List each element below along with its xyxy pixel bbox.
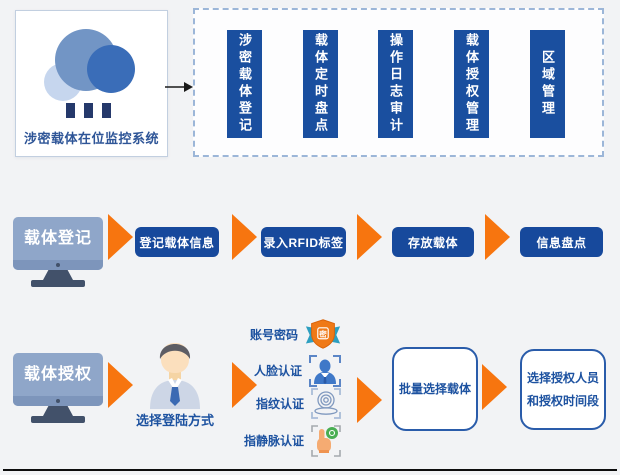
- step-rfid-tag: 录入RFID标签: [261, 227, 346, 257]
- authorization-row-label: 载体授权: [23, 366, 92, 383]
- arrow-right-icon: [108, 214, 133, 260]
- cloud-rain-bars: [66, 103, 111, 118]
- module-bar-inventory: 载体定时盘点: [303, 30, 338, 138]
- arrow-right-icon: [357, 214, 382, 260]
- cloud-icon: [44, 23, 138, 118]
- arrow-right-icon: [485, 214, 510, 260]
- step-info-inventory: 信息盘点: [520, 227, 603, 257]
- step-store-carrier: 存放载体: [392, 227, 474, 257]
- batch-select-label: 批量选择载体: [398, 381, 471, 396]
- arrow-right-icon: [232, 362, 257, 408]
- auth-method-finger-vein: 指静脉认证: [243, 422, 342, 459]
- system-title: 涉密载体在位监控系统: [23, 131, 159, 146]
- password-shield-icon: 密: [305, 319, 341, 349]
- fingerprint-icon: [311, 388, 341, 419]
- auth-method-fingerprint: 指纹认证: [243, 387, 342, 420]
- module-bar-audit: 操作日志审计: [378, 30, 413, 138]
- module-bar-area: 区域管理: [530, 30, 565, 138]
- registration-row-label: 载体登记: [23, 230, 92, 247]
- step-register-info: 登记载体信息: [135, 227, 219, 257]
- bottom-divider: [3, 469, 617, 471]
- cloud-circle-dark: [87, 45, 135, 93]
- module-bar-authorization: 载体授权管理: [454, 30, 489, 138]
- face-auth-icon: [309, 354, 341, 387]
- arrow-right-icon: [232, 214, 257, 260]
- authorization-monitor-icon: 载体授权: [13, 353, 103, 423]
- login-method-label: 选择登陆方式: [135, 413, 214, 428]
- monitor-bezel: [13, 396, 103, 406]
- auth-method-face: 人脸认证: [243, 353, 342, 388]
- authorize-line1: 选择授权人员: [526, 370, 599, 385]
- authorize-line2: 和授权时间段: [526, 393, 599, 408]
- arrow-right-icon: [482, 364, 507, 410]
- auth-method-password: 账号密码 密: [243, 315, 342, 353]
- batch-select-box: 批量选择载体: [392, 347, 478, 431]
- shield-char: 密: [318, 329, 327, 339]
- finger-vein-icon: [311, 424, 341, 457]
- auth-label: 指纹认证: [255, 397, 304, 411]
- arrow-right-icon: [357, 377, 382, 423]
- system-card: 涉密载体在位监控系统: [15, 10, 168, 157]
- connector-arrow-icon: [165, 82, 193, 92]
- auth-label: 指静脉认证: [243, 434, 304, 448]
- authorize-person-box: 选择授权人员 和授权时间段: [520, 349, 606, 430]
- auth-label: 账号密码: [249, 327, 298, 342]
- monitor-base: [31, 280, 85, 287]
- monitor-bezel: [13, 260, 103, 270]
- arrow-right-icon: [108, 362, 133, 408]
- login-person-icon: [150, 343, 200, 409]
- monitor-stand: [43, 270, 73, 280]
- module-bar-registration: 涉密载体登记: [227, 30, 262, 138]
- registration-monitor-icon: 载体登记: [13, 217, 103, 287]
- monitor-stand: [43, 406, 73, 416]
- monitor-base: [31, 416, 85, 423]
- auth-label: 人脸认证: [253, 364, 302, 378]
